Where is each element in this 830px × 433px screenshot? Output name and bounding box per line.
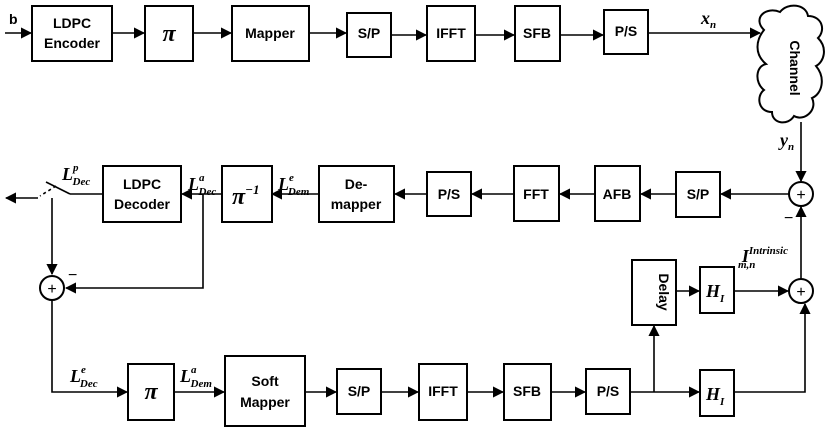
- ifft-bottom-block: IFFT: [418, 363, 468, 421]
- ifft-top-block: IFFT: [426, 5, 476, 62]
- sp-bottom-label: S/P: [348, 383, 371, 399]
- mapper-label: Mapper: [245, 25, 295, 41]
- fft-block: FFT: [513, 165, 560, 222]
- hi-upper-block: HI: [699, 266, 735, 314]
- delay-label: Delay: [656, 273, 672, 311]
- delay-block: Delay: [631, 259, 677, 326]
- summer-top-plus: +: [796, 187, 805, 204]
- ps-bottom-block: P/S: [585, 368, 631, 415]
- deinterleaver-label: π−1: [232, 182, 260, 210]
- interleaver-bottom-block: π: [127, 363, 175, 421]
- ps-bottom-label: P/S: [597, 383, 620, 399]
- deinterleaver-block: π−1: [221, 165, 273, 223]
- arrow-sum-interleaver: [51, 300, 129, 398]
- summer-left-plus: +: [47, 281, 56, 298]
- xn-label: xn: [700, 8, 716, 31]
- channel-block: Channel: [756, 4, 825, 124]
- ldpc-decoder-block: LDPC Decoder: [102, 165, 182, 223]
- sp-top-label: S/P: [358, 25, 381, 41]
- hi-lower-label: HI: [705, 384, 725, 408]
- summer-right-plus: +: [796, 284, 805, 301]
- switch-dashed: [39, 185, 57, 197]
- sp-mid-block: S/P: [675, 171, 721, 218]
- yn-label: yn: [778, 130, 794, 153]
- ldpc-decoder-label-2: Decoder: [114, 196, 171, 212]
- ldpc-encoder-label-2: Encoder: [44, 35, 101, 51]
- demapper-label-1: De-: [345, 176, 368, 192]
- demapper-block: De- mapper: [318, 165, 395, 223]
- summer-top-minus: −: [784, 210, 793, 227]
- soft-mapper-label-1: Soft: [251, 373, 279, 389]
- ps-mid-label: P/S: [438, 186, 461, 202]
- afb-block: AFB: [594, 165, 641, 222]
- ps-top-label: P/S: [615, 23, 638, 39]
- input-bit-label: b: [9, 11, 18, 27]
- channel-label: Channel: [787, 40, 803, 95]
- ldpc-encoder-label-1: LDPC: [53, 15, 91, 31]
- switch-arm: [45, 181, 71, 195]
- afb-label: AFB: [603, 186, 632, 202]
- summer-left: +: [39, 275, 65, 301]
- interleaver-bottom-label: π: [144, 379, 158, 405]
- sp-top-block: S/P: [346, 12, 392, 58]
- ps-mid-block: P/S: [426, 171, 472, 217]
- ldpc-decoder-label-1: LDPC: [123, 176, 161, 192]
- demapper-label-2: mapper: [331, 196, 382, 212]
- ldpc-encoder-block: LDPC Encoder: [31, 5, 113, 62]
- sfb-bottom-block: SFB: [503, 363, 552, 421]
- soft-mapper-label-2: Mapper: [240, 394, 290, 410]
- arrow-la-feedback: [64, 194, 204, 294]
- sp-mid-label: S/P: [687, 186, 710, 202]
- ifft-bottom-label: IFFT: [428, 383, 458, 399]
- summer-left-minus: −: [68, 267, 77, 284]
- arrow-hi-lower-sum: [734, 302, 811, 393]
- hi-lower-block: HI: [699, 369, 735, 417]
- ps-top-block: P/S: [603, 9, 649, 55]
- interleaver-top-block: π: [144, 5, 194, 62]
- soft-mapper-block: Soft Mapper: [224, 355, 306, 427]
- interleaver-top-label: π: [162, 21, 176, 47]
- hi-upper-label: HI: [705, 281, 725, 305]
- summer-right: +: [788, 278, 814, 304]
- sfb-top-label: SFB: [523, 25, 551, 41]
- ifft-top-label: IFFT: [436, 25, 466, 41]
- fft-label: FFT: [523, 186, 549, 202]
- mapper-block: Mapper: [231, 5, 310, 62]
- sp-bottom-block: S/P: [336, 368, 382, 415]
- sfb-bottom-label: SFB: [513, 383, 541, 399]
- summer-top: +: [788, 181, 814, 207]
- sfb-top-block: SFB: [514, 5, 561, 62]
